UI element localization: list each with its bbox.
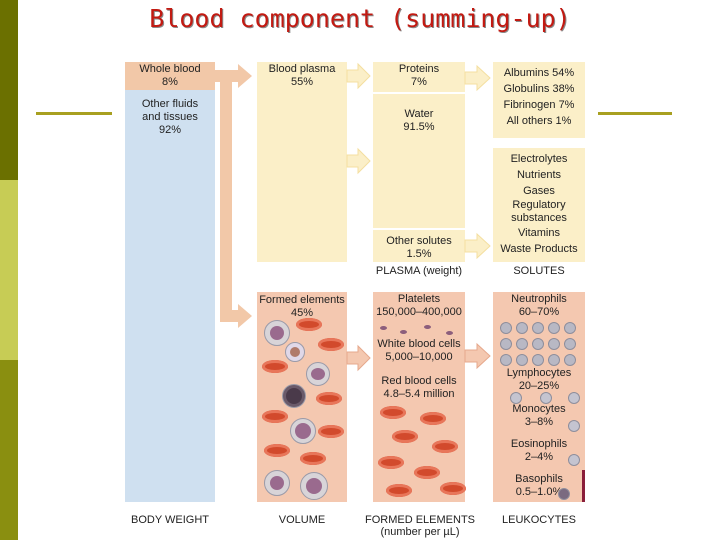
platelet-illustration <box>424 325 431 329</box>
basophil-edge-accent <box>582 470 585 502</box>
neutrophil-illustration <box>548 338 560 350</box>
monocyte-illustration <box>568 420 580 432</box>
red-cell-illustration <box>380 406 406 419</box>
neutrophil-illustration <box>564 354 576 366</box>
basophil-illustration <box>558 488 570 500</box>
slide-accent-bar-middle <box>0 180 18 360</box>
decorative-rule-right <box>598 112 672 115</box>
neutrophil-illustration <box>500 338 512 350</box>
whole-blood-box <box>125 62 215 90</box>
red-cell-illustration <box>440 482 466 495</box>
lymphocyte-illustration <box>568 392 580 404</box>
neutrophil-illustration <box>548 354 560 366</box>
neutrophil-illustration <box>548 322 560 334</box>
leukocytes-caption: LEUKOCYTES <box>502 514 576 526</box>
basophil-illustration <box>282 384 306 408</box>
body-weight-caption: BODY WEIGHT <box>130 514 210 526</box>
other-solutes-list-box <box>493 148 585 262</box>
neutrophil-illustration <box>532 338 544 350</box>
white-cell-illustration <box>264 470 290 496</box>
red-cell-illustration <box>378 456 404 469</box>
water-box <box>373 94 465 228</box>
slide-accent-bar-top <box>0 0 18 180</box>
neutrophil-illustration <box>532 322 544 334</box>
arrow-plasma-to-water <box>346 147 371 175</box>
neutrophil-illustration <box>500 354 512 366</box>
red-cell-illustration <box>432 440 458 453</box>
red-cell-illustration <box>262 360 288 373</box>
plasma-caption: PLASMA (weight) <box>375 265 463 277</box>
lymphocyte-illustration <box>510 392 522 404</box>
red-cell-illustration <box>392 430 418 443</box>
red-cell-illustration <box>296 318 322 331</box>
platelet-illustration <box>400 330 407 334</box>
white-cell-illustration <box>264 320 290 346</box>
slide-title: Blood component (summing-up) <box>149 4 571 33</box>
neutrophil-illustration <box>516 322 528 334</box>
solutes-caption: SOLUTES <box>513 265 565 277</box>
other-fluids-box <box>125 90 215 502</box>
red-cell-illustration <box>386 484 412 497</box>
red-cell-illustration <box>264 444 290 457</box>
blood-plasma-box <box>257 62 347 262</box>
neutrophil-illustration <box>564 338 576 350</box>
eosinophil-illustration <box>568 454 580 466</box>
neutrophil-illustration <box>516 338 528 350</box>
platelet-illustration <box>380 326 387 330</box>
red-cell-illustration <box>420 412 446 425</box>
lymphocyte-illustration <box>540 392 552 404</box>
white-cell-illustration <box>300 472 328 500</box>
white-cell-illustration <box>306 362 330 386</box>
neutrophil-illustration <box>532 354 544 366</box>
neutrophil-illustration <box>516 354 528 366</box>
neutrophil-illustration <box>564 322 576 334</box>
red-cell-illustration <box>262 410 288 423</box>
decorative-rule-left <box>36 112 112 115</box>
arrow-whole-blood-to-formed <box>220 82 252 328</box>
arrow-solutes-to-list <box>464 232 491 260</box>
arrow-plasma-to-proteins <box>346 62 371 90</box>
white-cell-illustration <box>290 418 316 444</box>
volume-caption: VOLUME <box>278 514 326 526</box>
red-cell-illustration <box>318 425 344 438</box>
red-cell-illustration <box>300 452 326 465</box>
arrow-formed-to-counts <box>346 344 371 372</box>
slide-accent-bar-bottom <box>0 360 18 540</box>
arrow-wbc-to-leukocytes <box>464 342 491 370</box>
red-cell-illustration <box>318 338 344 351</box>
red-cell-illustration <box>316 392 342 405</box>
red-cell-illustration <box>414 466 440 479</box>
proteins-box <box>373 62 465 92</box>
neutrophil-illustration <box>500 322 512 334</box>
arrow-proteins-to-types <box>464 64 491 92</box>
protein-types-box <box>493 62 585 138</box>
white-cell-illustration <box>285 342 305 362</box>
formed-elements-caption: FORMED ELEMENTS(number per µL) <box>364 514 475 538</box>
other-solutes-box <box>373 230 465 262</box>
platelet-illustration <box>446 331 453 335</box>
protein-types-list: Albumins 54%Globulins 38% Fibrinogen 7%A… <box>503 67 575 127</box>
